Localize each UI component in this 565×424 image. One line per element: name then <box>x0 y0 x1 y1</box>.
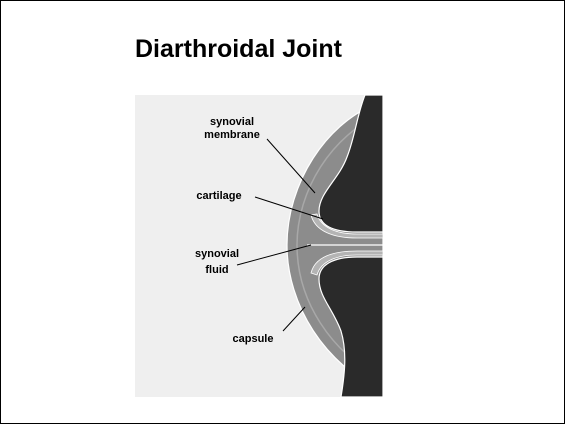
label-synovial-fluid-line2: fluid <box>205 264 228 276</box>
label-capsule: capsule <box>233 333 274 345</box>
label-synovial-membrane-line1: synovial <box>210 116 254 128</box>
label-synovial-membrane-line2: membrane <box>204 129 260 141</box>
label-cartilage: cartilage <box>196 190 241 202</box>
label-synovial-fluid-line1: synovial <box>195 248 239 260</box>
joint-diagram: synovial membrane cartilage synovial flu… <box>135 95 383 397</box>
slide-title: Diarthroidal Joint <box>135 35 342 64</box>
